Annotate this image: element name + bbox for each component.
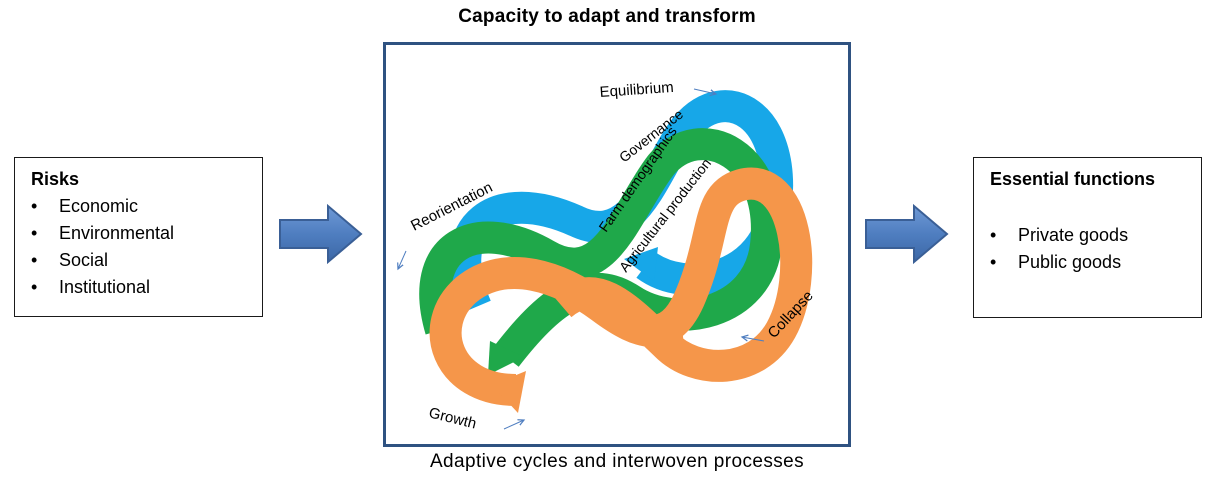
growth-arrow-icon: [503, 420, 524, 430]
growth-label: Growth: [427, 404, 478, 432]
list-item: Institutional: [31, 274, 262, 301]
list-item: Public goods: [990, 249, 1201, 276]
list-item: Environmental: [31, 220, 262, 247]
diagram-caption: Adaptive cycles and interwoven processes: [429, 451, 805, 472]
list-item: Private goods: [990, 222, 1201, 249]
right-arrow-icon: [279, 203, 363, 265]
functions-list: Private goods Public goods: [990, 222, 1201, 276]
reorientation-arrow-icon: [398, 250, 407, 269]
essential-functions-box: Essential functions Private goods Public…: [973, 157, 1202, 318]
adaptive-cycle-frame: Governance Farm demographics Agricultura…: [383, 42, 851, 447]
risks-list: Economic Environmental Social Institutio…: [31, 193, 262, 301]
list-item: Economic: [31, 193, 262, 220]
equilibrium-label: Equilibrium: [599, 79, 674, 101]
risks-heading: Risks: [31, 169, 80, 189]
right-arrow-icon: [865, 203, 949, 265]
list-item: Social: [31, 247, 262, 274]
collapse-arrow-icon: [742, 337, 765, 341]
interwoven-loops-diagram: Governance Farm demographics Agricultura…: [386, 79, 817, 433]
diagram-title: Capacity to adapt and transform: [458, 6, 756, 27]
risks-box: Risks Economic Environmental Social Inst…: [14, 157, 263, 317]
functions-heading: Essential functions: [990, 169, 1156, 189]
equilibrium-arrow-icon: [693, 88, 716, 94]
agricultural-production-loop: [429, 167, 813, 413]
